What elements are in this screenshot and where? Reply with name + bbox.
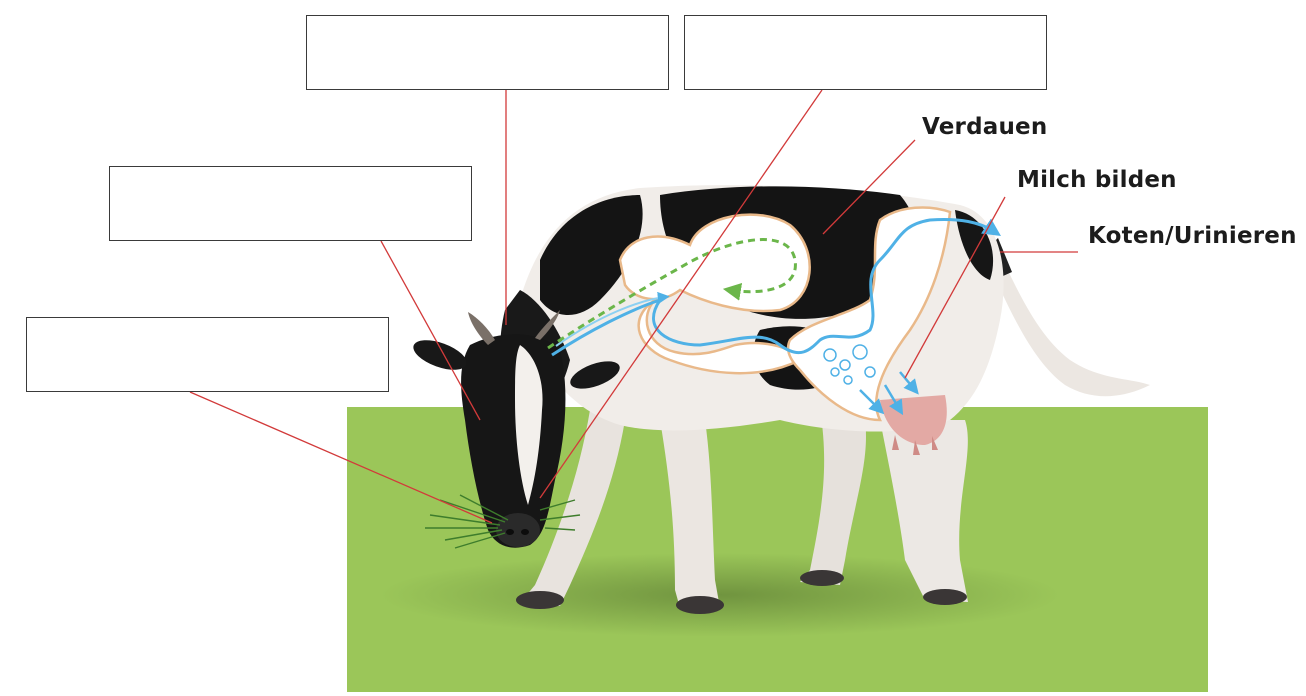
answer-box-bottom-left[interactable]: [26, 317, 389, 392]
answer-box-top-left[interactable]: [306, 15, 669, 90]
label-koten-urinieren: Koten/Urinieren: [1088, 223, 1297, 249]
flow-blue-arrow: [551, 218, 1001, 357]
label-milch-bilden: Milch bilden: [1017, 167, 1177, 193]
milk-arrows: [859, 371, 919, 416]
leader-lines: [189, 89, 1078, 524]
label-verdauen: Verdauen: [922, 114, 1048, 140]
answer-box-middle-left[interactable]: [109, 166, 472, 241]
flow-blue-secondary: [555, 291, 670, 347]
grass-tuft: [425, 494, 581, 549]
intestine-bubbles: [823, 344, 876, 385]
answer-box-top-right[interactable]: [684, 15, 1047, 90]
flow-green-arrow: [547, 238, 797, 350]
